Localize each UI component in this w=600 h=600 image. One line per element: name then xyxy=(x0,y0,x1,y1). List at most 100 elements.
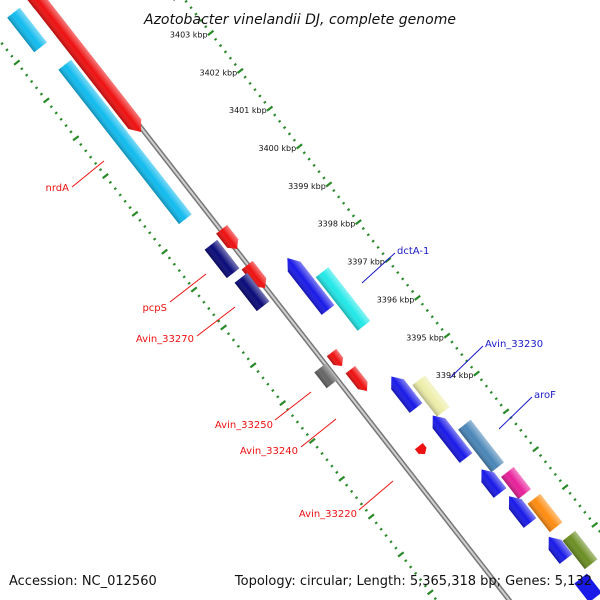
gene-olive[interactable] xyxy=(562,530,598,570)
major-tick-mark xyxy=(443,332,451,339)
minor-tick-mark xyxy=(465,359,469,363)
minor-tick-mark xyxy=(361,226,365,231)
kbp-tick-label: 3397 kbp xyxy=(347,258,385,267)
minor-tick-mark xyxy=(182,275,186,279)
gene-Avin_33220[interactable] xyxy=(414,443,429,457)
minor-tick-mark xyxy=(5,48,9,52)
gene-orange[interactable] xyxy=(527,493,563,533)
major-tick-mark xyxy=(397,551,405,558)
gene-Avin_33250[interactable] xyxy=(326,348,347,370)
major-tick-mark xyxy=(102,173,109,180)
gene-sky-blue-upper[interactable] xyxy=(7,7,47,53)
major-tick-mark xyxy=(414,294,421,301)
minor-tick-mark xyxy=(408,565,413,569)
minor-tick-mark xyxy=(553,472,557,476)
kbp-tick-label: 3401 kbp xyxy=(229,106,267,115)
minor-tick-mark xyxy=(381,252,385,256)
gene-nrdA[interactable] xyxy=(32,0,147,137)
minor-tick-mark xyxy=(366,233,370,237)
minor-tick-mark xyxy=(371,239,375,243)
minor-tick-mark xyxy=(204,25,208,29)
kbp-tick-label: 3394 kbp xyxy=(436,371,474,380)
major-tick-mark xyxy=(473,370,480,377)
minor-tick-mark xyxy=(207,306,211,311)
gene-label-dctA-1: dctA-1 xyxy=(397,246,429,257)
minor-tick-mark xyxy=(519,428,523,432)
minor-tick-mark xyxy=(450,340,454,344)
gene-grey[interactable] xyxy=(314,363,338,389)
minor-tick-mark xyxy=(88,155,93,159)
major-tick-mark xyxy=(161,248,168,255)
gene-navy-upper[interactable] xyxy=(204,239,240,279)
minor-tick-mark xyxy=(261,376,265,380)
minor-tick-mark xyxy=(396,271,400,275)
minor-tick-mark xyxy=(287,132,292,136)
gene-Avin_33230[interactable] xyxy=(412,375,450,417)
leader-Avin_33240 xyxy=(300,418,337,448)
minor-tick-mark xyxy=(216,319,221,323)
gene-blue-f[interactable] xyxy=(542,532,573,564)
minor-tick-mark xyxy=(404,559,408,563)
gene-label-Avin_33220: Avin_33220 xyxy=(299,509,357,520)
leader-Avin_33230 xyxy=(449,345,484,379)
gene-blue-e[interactable] xyxy=(503,491,537,528)
minor-tick-mark xyxy=(335,470,339,474)
minor-tick-mark xyxy=(172,262,177,266)
minor-tick-mark xyxy=(351,214,356,218)
minor-tick-mark xyxy=(231,338,236,342)
minor-tick-mark xyxy=(410,289,415,294)
kbp-tick-label: 3396 kbp xyxy=(377,295,415,304)
gene-label-Avin_33270: Avin_33270 xyxy=(136,334,194,345)
gene-pcpS[interactable] xyxy=(241,260,271,292)
minor-tick-mark xyxy=(49,105,53,109)
minor-tick-mark xyxy=(84,149,88,153)
gene-label-nrdA: nrdA xyxy=(46,183,70,194)
minor-tick-mark xyxy=(148,231,152,235)
minor-tick-mark xyxy=(197,294,201,298)
leader-aroF xyxy=(498,396,533,430)
minor-tick-mark xyxy=(354,496,359,500)
major-tick-mark xyxy=(591,521,599,528)
kbp-tick-label: 3398 kbp xyxy=(318,220,356,229)
minor-tick-mark xyxy=(276,395,280,399)
gene-label-Avin_33240: Avin_33240 xyxy=(240,446,298,457)
minor-tick-mark xyxy=(258,94,262,98)
gene-blue-d[interactable] xyxy=(475,464,507,498)
gene-magenta[interactable] xyxy=(501,467,531,499)
minor-tick-mark xyxy=(312,163,316,167)
minor-tick-mark xyxy=(543,460,548,464)
minor-tick-mark xyxy=(241,351,245,355)
major-tick-mark xyxy=(338,475,346,482)
minor-tick-mark xyxy=(514,422,518,426)
minor-tick-mark xyxy=(187,281,191,285)
minor-tick-mark xyxy=(59,117,63,121)
gene-blue-g[interactable] xyxy=(574,573,600,600)
gene-aroF[interactable] xyxy=(458,419,504,473)
minor-tick-mark xyxy=(128,206,132,210)
outer-tick-row xyxy=(184,0,600,533)
leader-dctA-1 xyxy=(361,252,396,284)
minor-tick-mark xyxy=(218,44,223,48)
inner-tick-row xyxy=(0,42,437,600)
gene-Avin_33240[interactable] xyxy=(345,366,372,395)
gene-blue-b[interactable] xyxy=(385,372,423,413)
minor-tick-mark xyxy=(152,237,157,241)
gene-pcpS-upper[interactable] xyxy=(216,224,242,253)
gene-sky-blue-lower[interactable] xyxy=(58,59,192,225)
minor-tick-mark xyxy=(418,578,423,582)
gene-navy-lower[interactable] xyxy=(234,272,270,312)
gene-blue-c[interactable] xyxy=(426,411,473,463)
gene-dctA-1[interactable] xyxy=(315,267,371,331)
minor-tick-mark xyxy=(29,79,34,84)
map-title: Azotobacter vinelandii DJ, complete geno… xyxy=(143,12,456,28)
minor-tick-mark xyxy=(143,224,147,229)
minor-tick-mark xyxy=(307,157,311,161)
major-tick-mark xyxy=(354,219,362,226)
minor-tick-mark xyxy=(568,491,572,495)
minor-tick-mark xyxy=(0,42,4,46)
minor-tick-mark xyxy=(423,584,428,588)
gene-blue-a[interactable] xyxy=(281,253,335,315)
minor-tick-mark xyxy=(189,6,193,10)
minor-tick-mark xyxy=(213,37,218,41)
